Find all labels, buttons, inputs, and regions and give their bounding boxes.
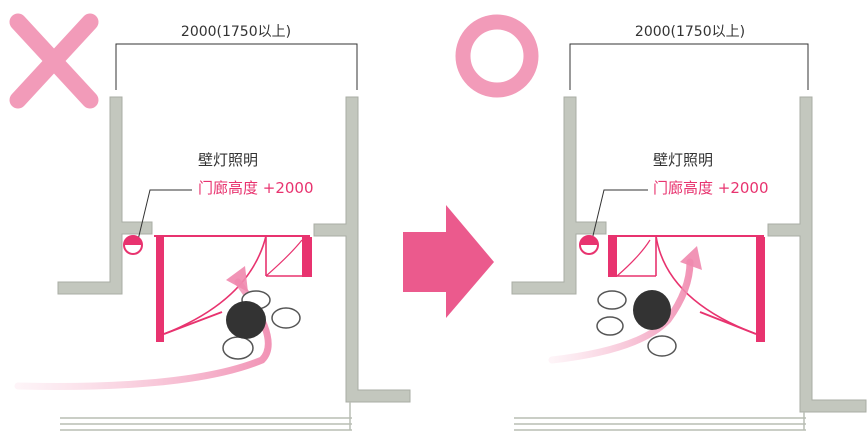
leader-line	[590, 189, 648, 245]
floor-lines	[60, 402, 352, 431]
wall	[511, 96, 867, 413]
wrong-mark	[9, 13, 99, 109]
leader-line	[136, 189, 192, 245]
fixture-name: 壁灯照明	[198, 151, 258, 169]
dimension-label: 2000(1750以上)	[635, 24, 745, 40]
wrong-panel: 2000(1750以上) 壁灯照明 门廊高度 +2000	[9, 13, 411, 431]
right-mark	[455, 14, 539, 98]
person-icon	[596, 290, 677, 357]
correct-panel: 2000(1750以上) 壁灯照明 门廊高度 +2000	[455, 14, 867, 431]
dimension-line: 2000(1750以上)	[569, 24, 809, 90]
dimension-line: 2000(1750以上)	[115, 24, 358, 90]
door	[154, 235, 312, 342]
wall-light-icon	[123, 235, 143, 255]
dimension-label: 2000(1750以上)	[181, 24, 291, 40]
person-icon	[222, 290, 301, 360]
wall-light-icon	[579, 235, 599, 255]
fixture-height: 门廊高度 +2000	[198, 179, 314, 197]
fixture-height: 门廊高度 +2000	[653, 179, 769, 197]
fixture-name: 壁灯照明	[653, 151, 713, 169]
wall	[57, 96, 411, 403]
floor-lines	[514, 412, 806, 431]
right-arrow-icon	[403, 205, 494, 318]
